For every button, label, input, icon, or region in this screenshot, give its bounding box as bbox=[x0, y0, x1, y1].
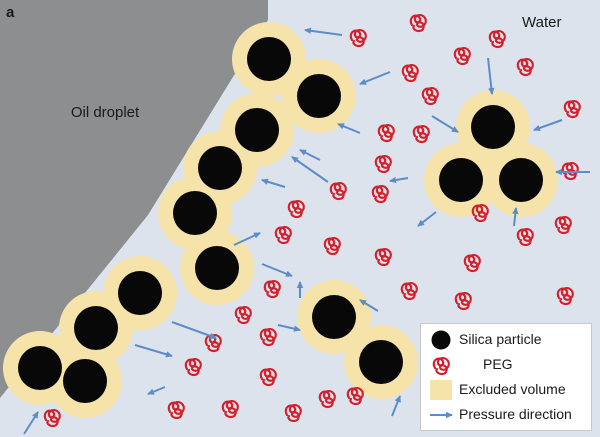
peg-icon bbox=[432, 357, 450, 376]
arrow-layer bbox=[23, 27, 590, 435]
silica-particle bbox=[471, 105, 515, 149]
pressure-arrow bbox=[233, 232, 261, 246]
oil-droplet bbox=[0, 0, 268, 398]
legend-label: Silica particle bbox=[459, 331, 542, 347]
legend-label: Pressure direction bbox=[459, 406, 572, 422]
pressure-arrow bbox=[261, 178, 286, 188]
silica-particle bbox=[359, 340, 403, 384]
legend-item-peg: PEG bbox=[421, 353, 591, 377]
silica-particle bbox=[235, 108, 279, 152]
legend-item-silica-particle: Silica particle bbox=[421, 328, 591, 352]
silica-particle bbox=[195, 246, 239, 290]
panel-label: a bbox=[6, 4, 15, 21]
pressure-arrow bbox=[512, 207, 519, 227]
pressure-arrow bbox=[171, 321, 217, 339]
silica-particle bbox=[63, 359, 107, 403]
pressure-arrow bbox=[299, 149, 321, 161]
water-label: Water bbox=[522, 14, 562, 31]
pressure-arrow bbox=[359, 299, 379, 312]
legend-label: PEG bbox=[483, 356, 513, 372]
silica-particle-icon bbox=[431, 330, 451, 350]
pressure-arrow bbox=[291, 156, 329, 183]
silica-particle bbox=[118, 271, 162, 315]
excluded-volume-icon bbox=[430, 380, 452, 400]
pressure-arrow bbox=[277, 324, 301, 332]
arrow-right-icon bbox=[430, 411, 453, 419]
pressure-arrow bbox=[389, 176, 409, 184]
pressure-arrow bbox=[431, 115, 459, 133]
pressure-arrow bbox=[147, 386, 166, 395]
silica-particle bbox=[173, 191, 217, 235]
silica-particle bbox=[312, 295, 356, 339]
pressure-arrow bbox=[533, 119, 563, 131]
pressure-arrow bbox=[134, 344, 173, 358]
pressure-arrow bbox=[337, 123, 361, 134]
legend-label: Excluded volume bbox=[459, 381, 566, 397]
pressure-arrow bbox=[391, 395, 401, 417]
silica-particle bbox=[74, 306, 118, 350]
legend-item-excluded-volume: Excluded volume bbox=[421, 378, 591, 402]
pressure-arrow bbox=[261, 263, 293, 277]
silica-particle bbox=[198, 146, 242, 190]
pressure-arrow bbox=[417, 211, 437, 227]
silica-particle bbox=[247, 37, 291, 81]
silica-particle bbox=[18, 346, 62, 390]
pressure-arrow bbox=[359, 71, 391, 85]
silica-particle bbox=[499, 158, 543, 202]
pressure-arrow bbox=[487, 57, 495, 95]
silica-particle bbox=[297, 74, 341, 118]
legend-item-pressure-direction: Pressure direction bbox=[421, 403, 591, 427]
pressure-arrow bbox=[23, 411, 39, 435]
silica-particle bbox=[439, 158, 483, 202]
legend: Silica particle PEG Excluded volume Pres… bbox=[420, 323, 592, 431]
oil-droplet-label: Oil droplet bbox=[70, 104, 140, 121]
particle-layer bbox=[18, 37, 543, 403]
pressure-arrow bbox=[304, 27, 343, 36]
